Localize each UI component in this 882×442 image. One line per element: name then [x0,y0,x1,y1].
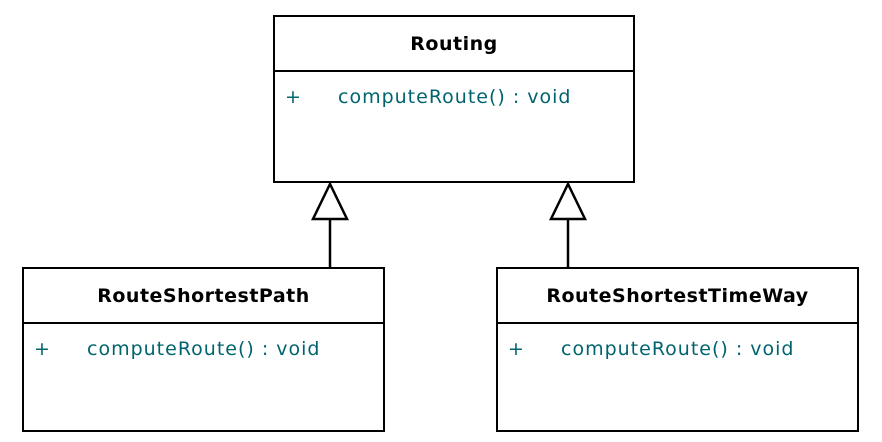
method-row: + computeRoute() : void [508,338,849,360]
class-box-route-shortest-path: RouteShortestPath + computeRoute() : voi… [22,267,385,432]
class-box-route-shortest-time-way: RouteShortestTimeWay + computeRoute() : … [496,267,859,432]
class-methods-route-shortest-time-way: + computeRoute() : void [498,324,857,360]
generalization-arrow-left [311,181,349,268]
method-visibility: + [34,338,51,360]
method-signature: computeRoute() : void [338,86,572,108]
class-box-routing: Routing + computeRoute() : void [273,15,635,183]
generalization-arrow-right [549,181,587,268]
method-signature: computeRoute() : void [561,338,795,360]
class-methods-route-shortest-path: + computeRoute() : void [24,324,383,360]
method-row: + computeRoute() : void [285,86,625,108]
generalization-triangle-icon [549,181,587,221]
method-signature: computeRoute() : void [87,338,321,360]
method-visibility: + [285,86,302,108]
class-name-routing: Routing [275,17,633,72]
class-methods-routing: + computeRoute() : void [275,72,633,108]
generalization-triangle-icon [311,181,349,221]
class-name-route-shortest-path: RouteShortestPath [24,269,383,324]
class-name-route-shortest-time-way: RouteShortestTimeWay [498,269,857,324]
method-row: + computeRoute() : void [34,338,375,360]
method-visibility: + [508,338,525,360]
